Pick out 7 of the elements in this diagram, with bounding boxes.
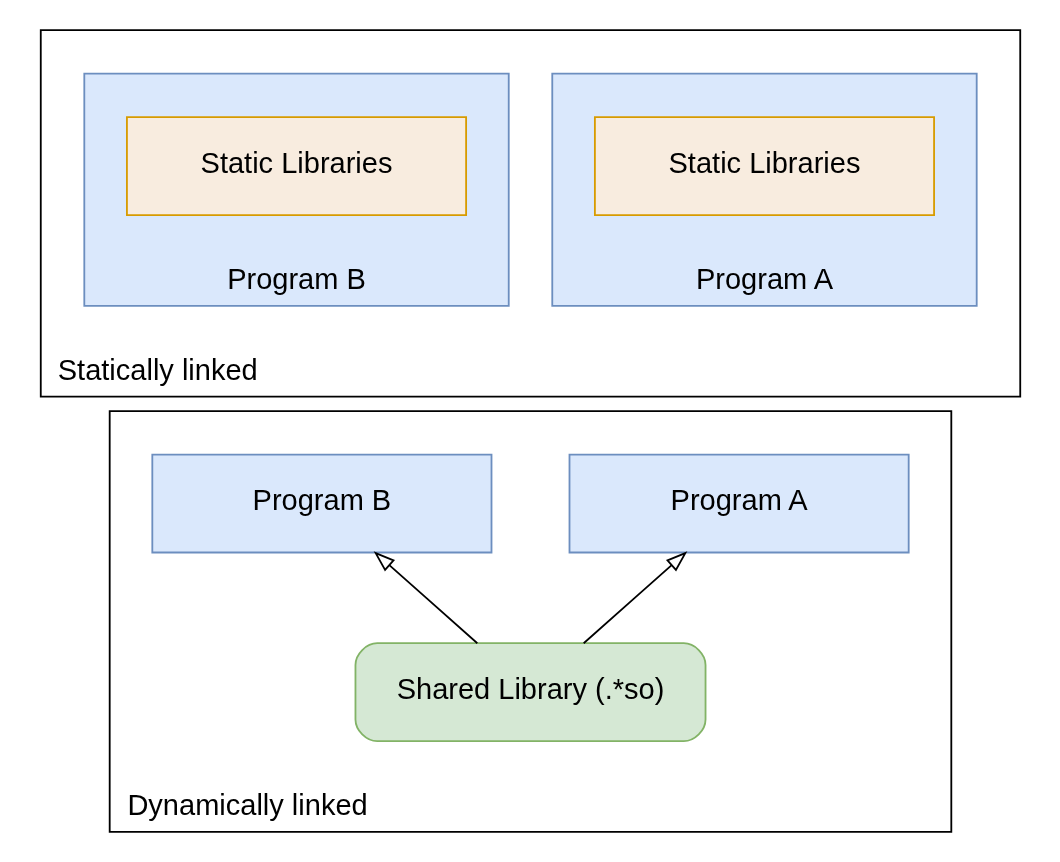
node-box: Program B bbox=[150, 453, 492, 554]
node-box: Program A bbox=[568, 453, 910, 554]
node-box: Shared Library (.*so) bbox=[354, 642, 706, 743]
arrow bbox=[582, 551, 687, 645]
node-box: Static Libraries bbox=[593, 116, 935, 217]
node-box: Static Libraries bbox=[125, 116, 467, 217]
arrow bbox=[373, 551, 478, 645]
